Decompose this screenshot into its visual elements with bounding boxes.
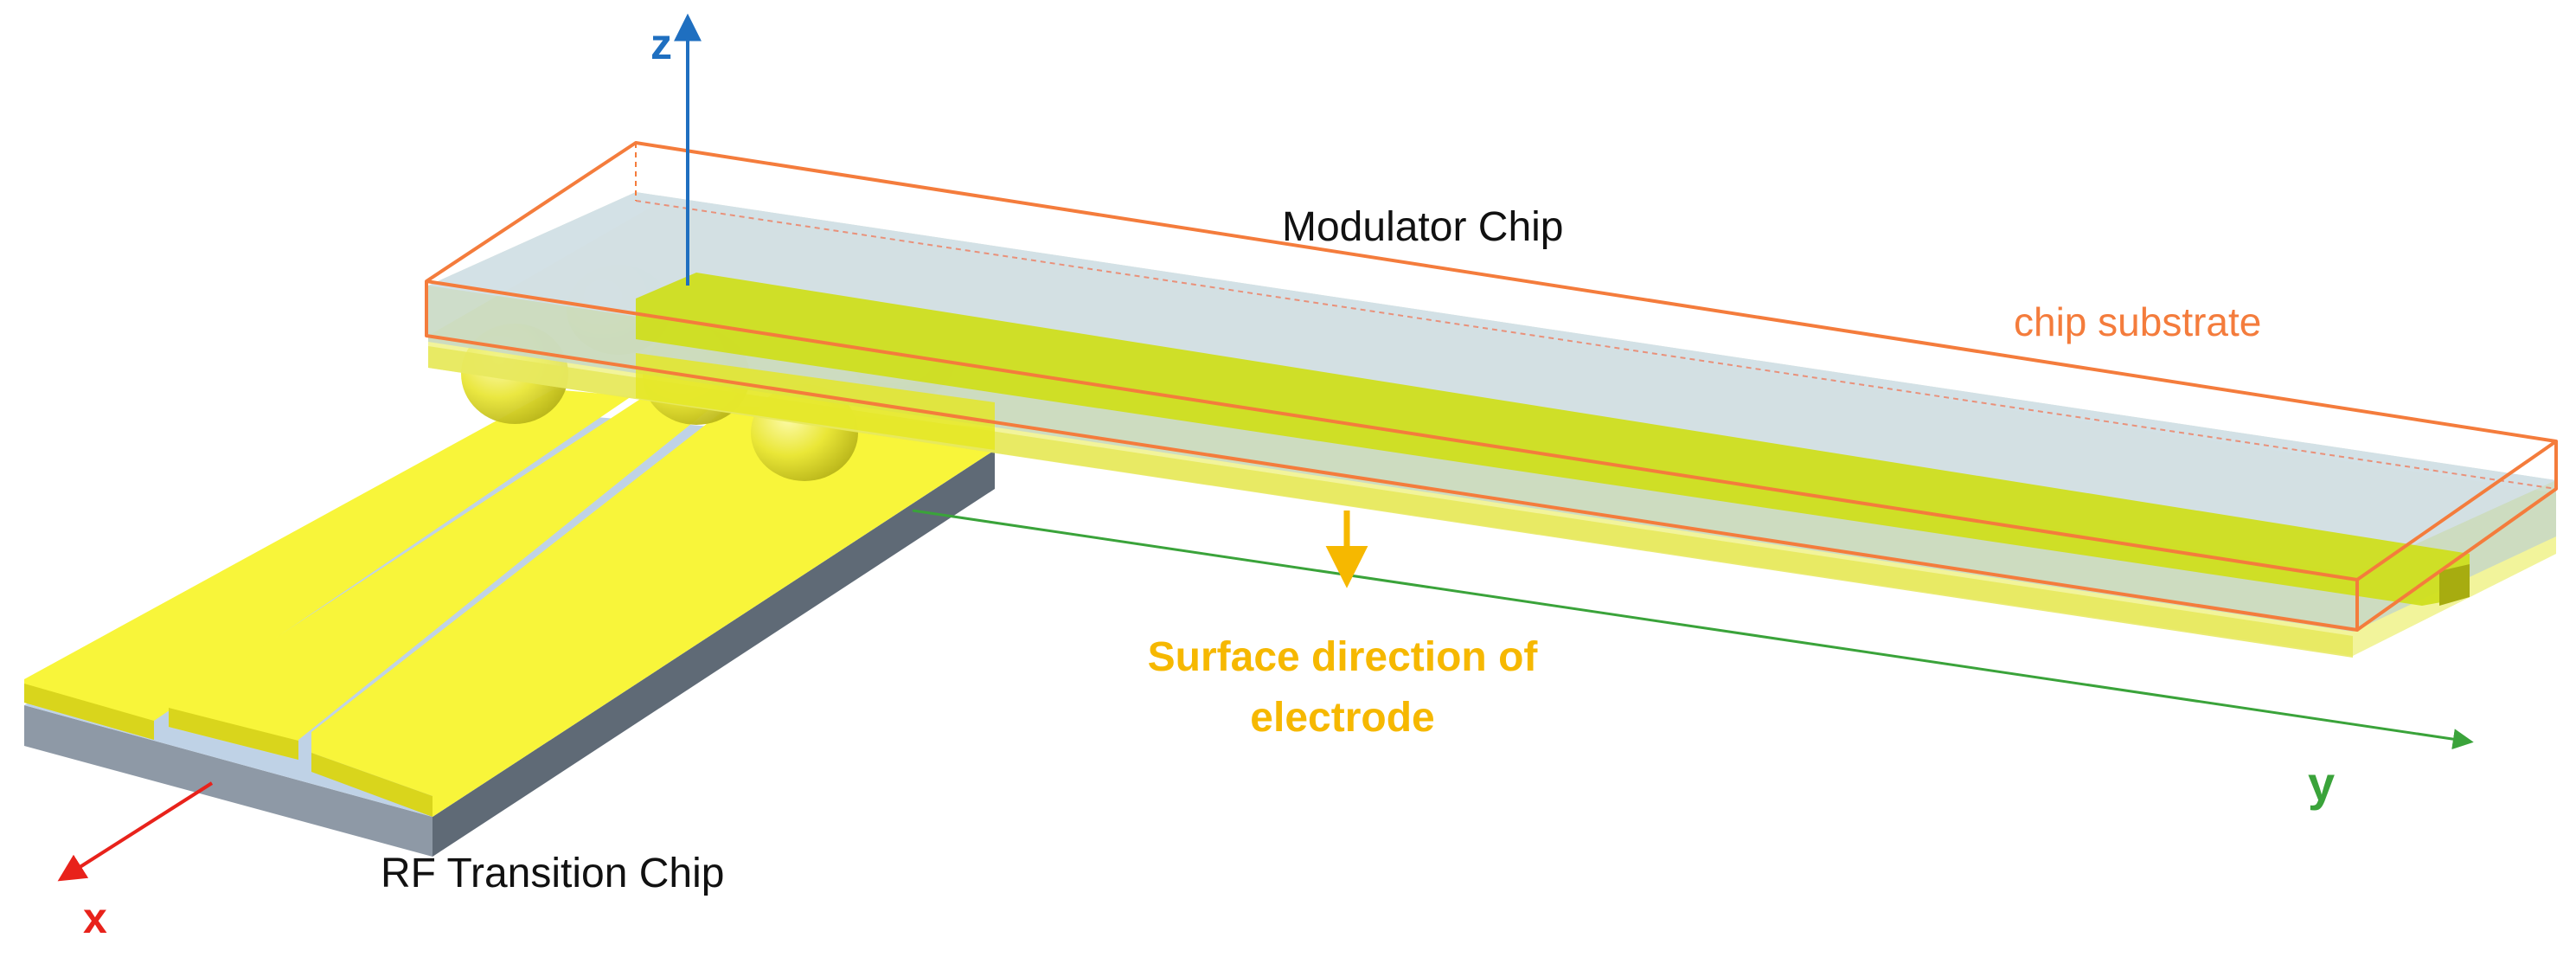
modulator-ground-pad <box>636 353 995 450</box>
coordinate-axes <box>57 13 2474 882</box>
substrate-front-face <box>425 281 2359 632</box>
rf-electrode-right-edge <box>311 753 433 817</box>
modulator-electrode-end <box>2439 564 2470 606</box>
modulator-dashed-edge <box>635 200 2557 490</box>
modulator-signal-electrode <box>636 273 2470 606</box>
rf-base-side-face <box>433 450 995 857</box>
surface-direction-label-line1: Surface direction of <box>1148 634 1539 680</box>
rf-transition-chip <box>24 389 995 857</box>
rf-electrode-right <box>311 405 995 817</box>
chip-substrate-outline <box>425 141 2558 632</box>
rf-base-front-face <box>24 705 433 857</box>
y-axis-line <box>912 509 2474 750</box>
modulator-top-surface <box>428 192 2556 573</box>
surface-direction-label-line2: electrode <box>1250 695 1434 741</box>
modulator-chip <box>428 143 2557 658</box>
rf-electrode-left <box>24 389 631 740</box>
x-axis-label: x <box>83 894 107 942</box>
x-axis-line <box>57 781 214 882</box>
labels: z y x Modulator Chip chip substrate Surf… <box>83 20 2335 942</box>
rf-electrode-middle <box>169 396 718 760</box>
y-axis-label: y <box>2308 756 2335 811</box>
rf-electrode-middle-edge <box>169 708 298 760</box>
chip-substrate-label: chip substrate <box>2014 299 2261 344</box>
rf-electrode-left-edge <box>24 684 154 740</box>
modulator-chip-label: Modulator Chip <box>1282 204 1564 250</box>
substrate-right-face <box>2355 441 2558 632</box>
rf-transition-chip-label: RF Transition Chip <box>381 851 724 896</box>
z-axis-label: z <box>650 20 672 68</box>
